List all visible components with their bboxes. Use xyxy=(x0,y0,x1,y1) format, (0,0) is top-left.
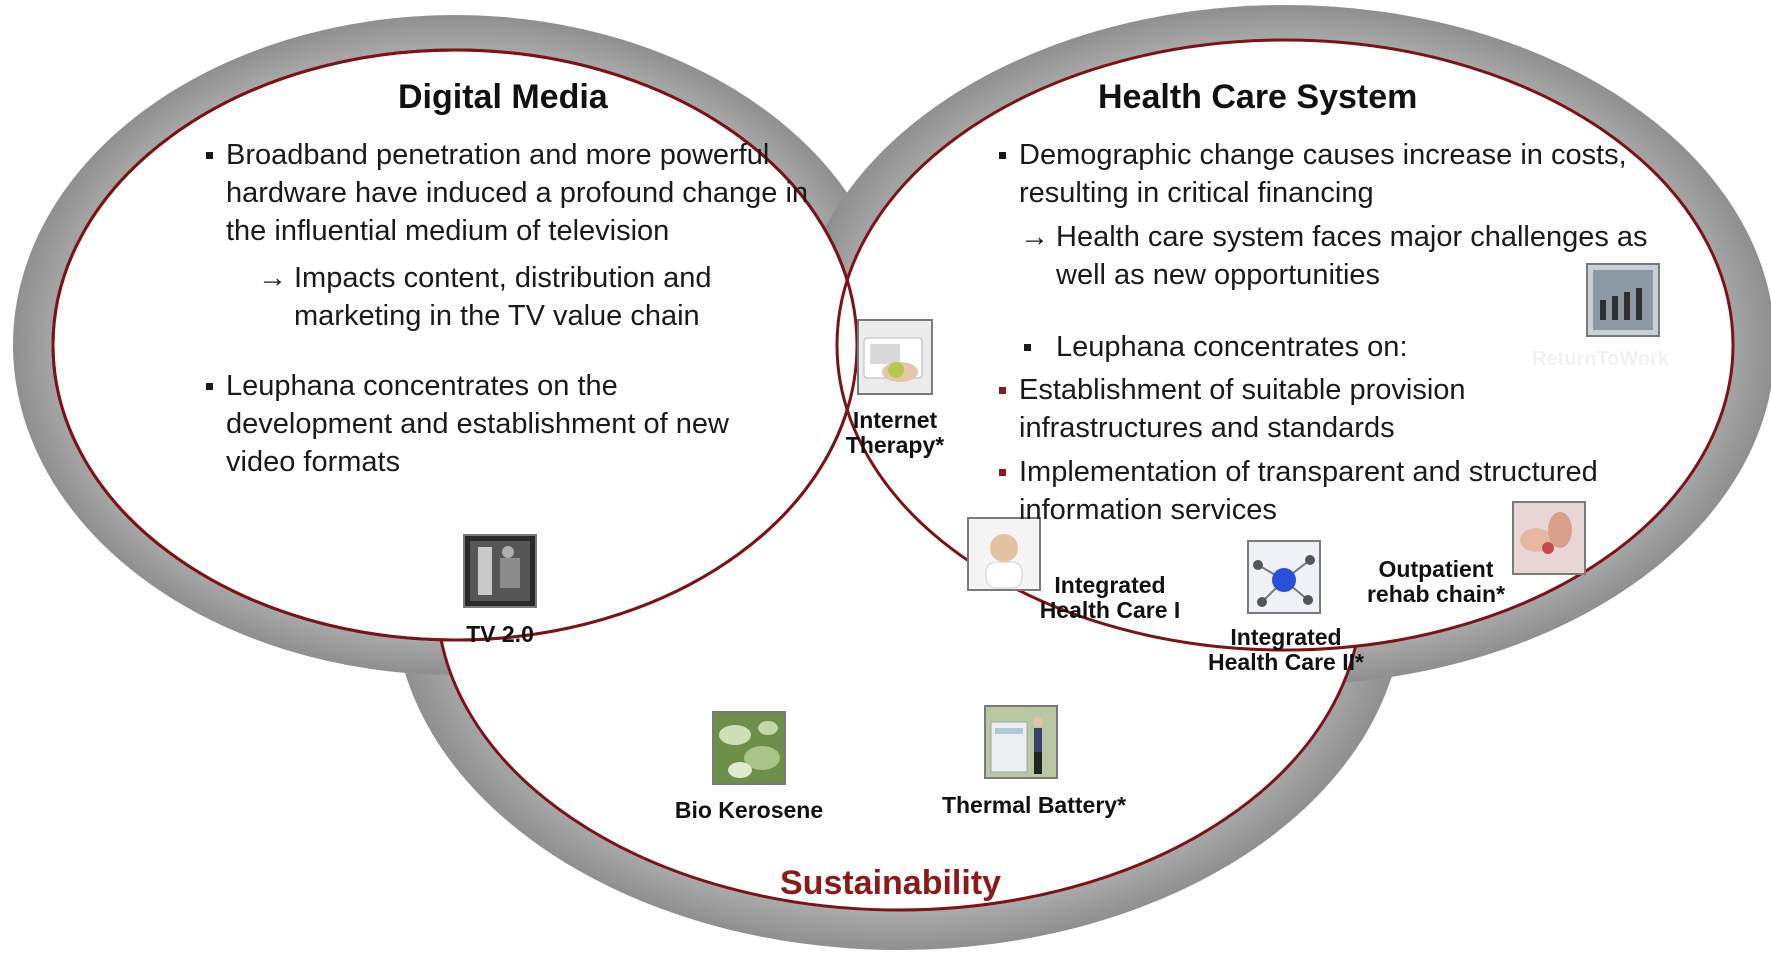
outpatient-caption-line1: Outpatient xyxy=(1378,556,1494,582)
health-care-bullet-1: Demographic change causes increase in co… xyxy=(999,136,1659,212)
digital-media-title: Digital Media xyxy=(398,78,608,116)
outpatient-caption-line2: rehab chain* xyxy=(1366,581,1506,607)
internet-therapy-thumb-art xyxy=(857,319,933,395)
digital-media-bullet-2: Leuphana concentrates on the development… xyxy=(206,367,786,481)
digital-media-bullet-1-text: Broadband penetration and more powerful … xyxy=(226,139,809,247)
outpatient-caption: Outpatient rehab chain* xyxy=(1346,557,1526,607)
tv-caption: TV 2.0 xyxy=(445,622,555,647)
bullet-square xyxy=(999,387,1006,394)
arrow-icon: → xyxy=(258,262,287,294)
ihc2-thumb-art xyxy=(1247,540,1321,614)
digital-media-arrow-1-text: Impacts content, distribution and market… xyxy=(294,262,712,332)
internet-therapy-caption-line1: Internet xyxy=(852,407,938,433)
returntowork-label: ReturnToWork xyxy=(1532,348,1670,370)
ihc1-caption-line1: Integrated xyxy=(1054,572,1166,598)
bullet-square xyxy=(206,152,213,159)
health-care-bullet-2: Leuphana concentrates on: xyxy=(1024,328,1616,366)
sustainability-title: Sustainability xyxy=(780,864,1002,902)
health-care-bullet-4-text: Implementation of transparent and struct… xyxy=(1019,456,1598,526)
returntowork-thumb-art xyxy=(1586,263,1660,337)
thermal-battery-caption-text: Thermal Battery* xyxy=(941,792,1127,818)
bio-kerosene-caption-text: Bio Kerosene xyxy=(674,797,824,823)
ihc1-caption: Integrated Health Care I xyxy=(1025,573,1195,623)
health-care-title: Health Care System xyxy=(1098,78,1418,116)
health-care-arrow-1-text: Health care system faces major challenge… xyxy=(1056,221,1648,291)
outpatient-thumb-art xyxy=(1512,501,1586,575)
internet-therapy-caption: Internet Therapy* xyxy=(840,408,950,458)
health-care-bullet-3: Establishment of suitable provision infr… xyxy=(999,371,1619,447)
health-care-bullet-2-text: Leuphana concentrates on: xyxy=(1056,331,1408,363)
ihc2-caption-line1: Integrated xyxy=(1230,624,1342,650)
digital-media-bullet-2-text: Leuphana concentrates on the development… xyxy=(226,370,729,478)
ihc1-caption-line2: Health Care I xyxy=(1039,597,1181,623)
health-care-circle xyxy=(835,38,1735,652)
bullet-square xyxy=(999,469,1006,476)
digital-media-arrow-1: → Impacts content, distribution and mark… xyxy=(258,259,774,335)
bio-kerosene-caption: Bio Kerosene xyxy=(659,798,839,823)
health-care-bullet-3-text: Establishment of suitable provision infr… xyxy=(1019,374,1466,444)
ihc2-caption-line2: Health Care II* xyxy=(1208,649,1364,675)
internet-therapy-caption-line2: Therapy* xyxy=(845,432,945,458)
tv-caption-text: TV 2.0 xyxy=(466,621,534,647)
health-care-bullet-4: Implementation of transparent and struct… xyxy=(999,453,1679,529)
health-care-arrow-1: → Health care system faces major challen… xyxy=(1020,218,1676,294)
bio-kerosene-thumb-art xyxy=(712,711,786,785)
thermal-battery-thumb-art xyxy=(984,705,1058,779)
bullet-square xyxy=(206,383,213,390)
bullet-square xyxy=(1024,344,1031,351)
ihc1-thumb-art xyxy=(967,517,1041,591)
digital-media-bullet-1: Broadband penetration and more powerful … xyxy=(206,136,826,250)
ihc2-caption: Integrated Health Care II* xyxy=(1186,625,1386,675)
arrow-icon: → xyxy=(1020,221,1049,253)
health-care-bullet-1-text: Demographic change causes increase in co… xyxy=(1019,139,1627,209)
tv-thumb-art xyxy=(463,534,537,608)
bullet-square xyxy=(999,152,1006,159)
thermal-battery-caption: Thermal Battery* xyxy=(924,793,1144,818)
